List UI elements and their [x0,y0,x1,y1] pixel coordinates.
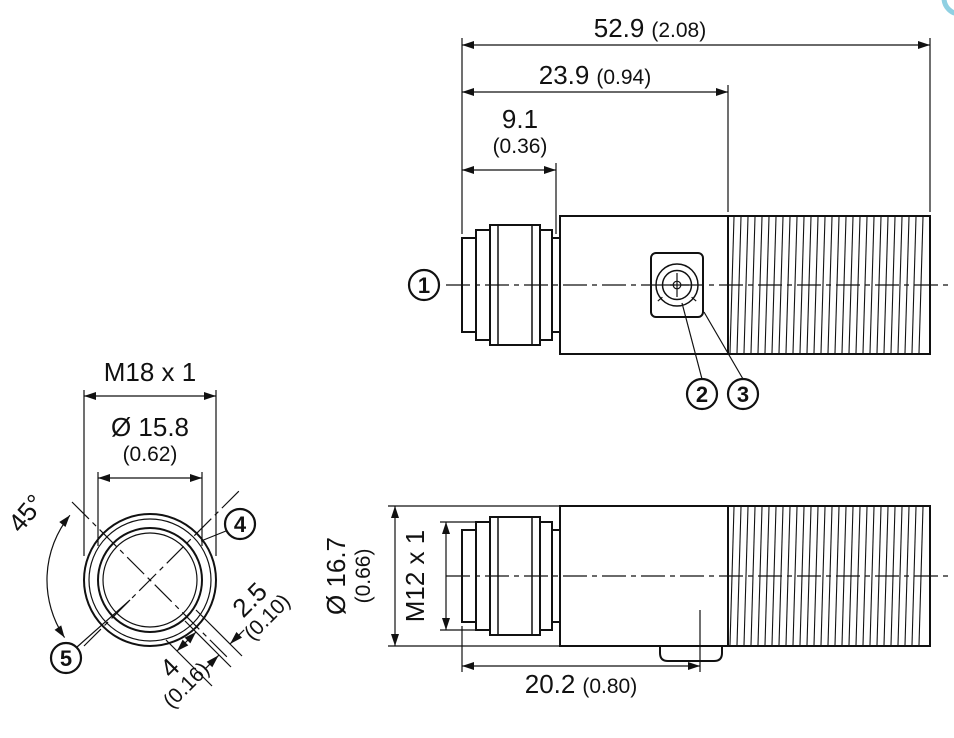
callout-2-leader [681,302,703,380]
mounting-tab [659,646,723,662]
callout-3-leader [703,311,744,380]
thread-minor-circle [88,518,212,642]
dim-sleeve-thread: M12 x 1 [400,530,430,623]
lens-chamfer-circle [102,532,198,628]
callout-4-label: 4 [234,512,247,537]
callout-1-label: 1 [418,273,430,298]
sensing-face-feature-lines [165,609,243,687]
housing-outer-circle [83,513,217,647]
dim-front-mm: 9.1 [502,104,538,134]
dim-slot-small: 2.5 (0.10) [204,576,295,670]
connector-detail [650,252,704,318]
callout-2-marker: 2 [685,377,719,411]
callout-4-leader [200,530,227,542]
dim-thread-m18: M18 x 1 [104,357,197,387]
dim-bore-mm: Ø 15.8 [111,412,189,442]
thread-hatching-bottom [729,506,924,646]
page-corner-graphic [941,0,954,16]
thread-hatching-side [729,216,924,354]
callout-3-marker: 3 [726,377,760,411]
lens-bore-circle [97,527,203,633]
dim-diameter-mm: Ø 16.7 [321,537,351,615]
diagonal-centerline-2 [83,489,241,647]
callout-5-leader [76,599,131,648]
dim-fixing: 20.2(0.80) [525,669,637,699]
dim-overall-length: 52.9(2.08) [594,13,706,43]
front-cap-bottom [461,516,561,636]
callout-4-marker: 4 [223,507,257,541]
callout-3-label: 3 [737,382,749,407]
dim-to-thread: 23.9(0.94) [539,60,651,90]
dim-angle-45: 45° [2,489,50,538]
front-view: M18 x 1 Ø 15.8 (0.62) 45° 2.5 (0.10) 4 [2,357,295,713]
bottom-view: Ø 16.7 (0.66) M12 x 1 20.2(0.80) [321,505,948,699]
dim-front-in: (0.36) [493,135,548,158]
callout-5-label: 5 [60,646,72,671]
dim-diameter-in: (0.66) [352,549,375,604]
front-cap [461,224,561,346]
callout-2-label: 2 [696,382,708,407]
dim-arc-45deg [46,514,71,638]
side-view: 52.9(2.08) 23.9(0.94) 9.1 (0.36) 1 2 3 [407,13,948,411]
callout-5-marker: 5 [49,641,83,675]
dim-bore-in: (0.62) [123,443,178,466]
callout-1-marker: 1 [407,268,441,302]
